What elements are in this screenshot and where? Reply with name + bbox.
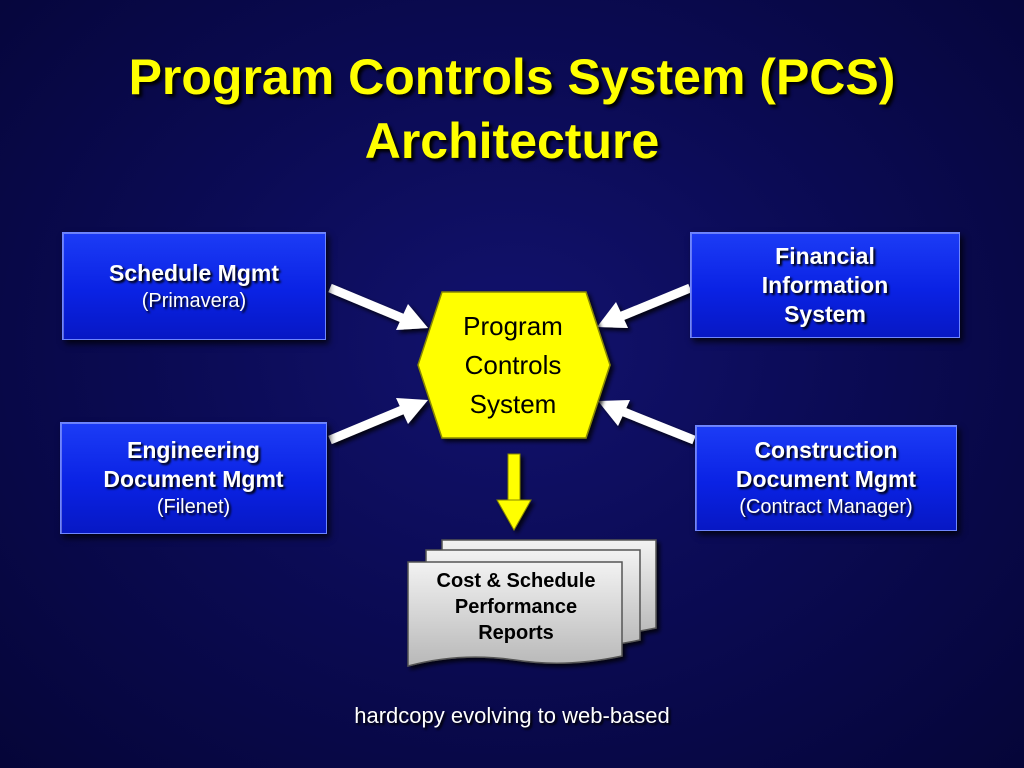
arrow-engineering-to-pcs bbox=[328, 398, 428, 445]
pcs-label-line-3: System bbox=[469, 388, 557, 419]
schedule-mgmt-label: Schedule Mgmt bbox=[109, 259, 279, 286]
financial-label-line-2: Information bbox=[761, 271, 889, 298]
arrow-financial-to-pcs bbox=[597, 283, 692, 328]
construction-label-line-1: Construction bbox=[754, 437, 898, 463]
pcs-label-line-2: Controls bbox=[464, 349, 562, 380]
reports-label-line-1: Cost & Schedule bbox=[436, 570, 596, 592]
financial-system-box: Financial Information System bbox=[690, 232, 960, 338]
pcs-label: Program Controls System bbox=[418, 292, 608, 438]
pcs-label-line-1: Program bbox=[463, 310, 563, 341]
arrow-construction-to-pcs bbox=[598, 400, 696, 445]
footnote: hardcopy evolving to web-based bbox=[354, 703, 670, 728]
schedule-mgmt-tool: (Primavera) bbox=[141, 289, 247, 312]
engineering-label-line-2: Document Mgmt bbox=[103, 466, 284, 492]
page-title-line-2: Architecture bbox=[364, 113, 660, 169]
construction-label-line-2: Document Mgmt bbox=[735, 466, 917, 492]
financial-label-line-1: Financial bbox=[775, 242, 875, 269]
engineering-tool: (Filenet) bbox=[156, 496, 231, 518]
page-title: Program Controls System (PCS) bbox=[128, 49, 896, 105]
arrow-schedule-to-pcs bbox=[328, 283, 428, 330]
reports-label-line-3: Reports bbox=[478, 622, 554, 644]
schedule-mgmt-box: Schedule Mgmt (Primavera) bbox=[62, 232, 326, 340]
reports-label: Cost & Schedule Performance Reports bbox=[410, 568, 622, 646]
reports-document-stack bbox=[407, 539, 657, 667]
construction-tool: (Contract Manager) bbox=[739, 496, 913, 518]
reports-label-line-2: Performance bbox=[454, 596, 578, 618]
financial-label-line-3: System bbox=[784, 300, 866, 327]
construction-doc-mgmt-box: Construction Document Mgmt (Contract Man… bbox=[695, 425, 957, 531]
arrow-pcs-to-reports bbox=[496, 453, 532, 532]
pcs-hexagon bbox=[417, 291, 611, 439]
engineering-doc-mgmt-box: Engineering Document Mgmt (Filenet) bbox=[60, 422, 327, 534]
engineering-label-line-1: Engineering bbox=[127, 437, 260, 463]
